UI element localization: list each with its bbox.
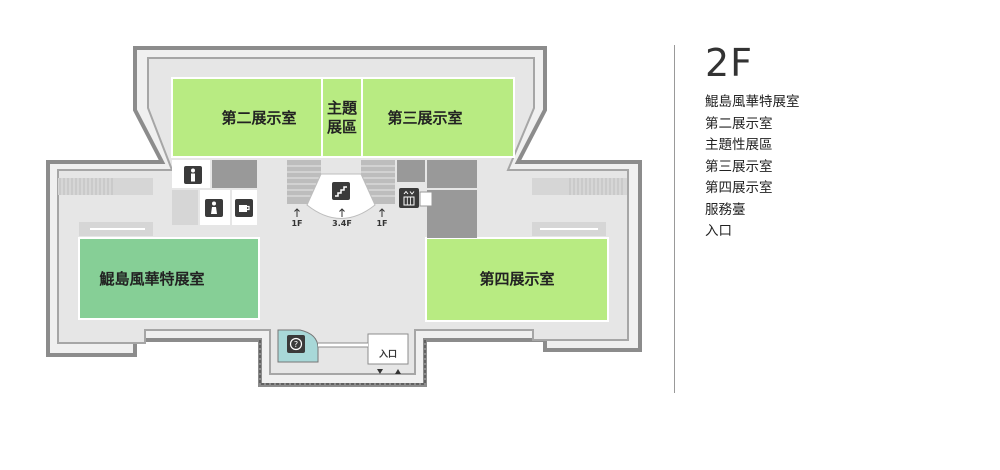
- arrow-up-icon: [395, 369, 401, 374]
- svg-text:?: ?: [294, 340, 298, 349]
- facility-block: [427, 190, 477, 238]
- accessible-toilet-icon: [205, 199, 223, 217]
- stairs-icon: [332, 182, 350, 200]
- facility-block: [427, 160, 477, 188]
- legend-item[interactable]: 主題性展區: [705, 137, 773, 153]
- marker-entrance: 入口: [378, 349, 397, 360]
- legend-panel: 2F 鯤島風華特展室 第二展示室 主題性展區 第三展示室 第四展示室 服務臺 入…: [705, 42, 800, 243]
- legend-divider: [674, 45, 675, 393]
- room-theme-area[interactable]: [321, 77, 363, 158]
- facility-block: [419, 191, 433, 207]
- room-theme-label-line2: 展區: [327, 118, 357, 136]
- facility-block: [172, 190, 198, 225]
- entrance-dashed-outline: [259, 340, 426, 385]
- marker-to-1f-right: 1F: [376, 219, 387, 228]
- arrow-down-icon: [377, 369, 383, 374]
- facility-block: [212, 160, 257, 188]
- legend-item[interactable]: 第四展示室: [705, 180, 773, 196]
- toilet-icon: [184, 166, 202, 184]
- left-balcony-hatch: [58, 178, 153, 195]
- legend-item[interactable]: 服務臺: [705, 201, 746, 218]
- arrow-up-icon: [379, 208, 385, 217]
- elevator-icon: [399, 188, 419, 208]
- entrance-corridor: [367, 333, 409, 365]
- room-theme-label-line1: 主題: [327, 99, 358, 117]
- room-third-exhibition[interactable]: [361, 77, 515, 158]
- arrow-up-icon: [294, 208, 300, 217]
- room-fourth-label: 第四展示室: [479, 270, 554, 288]
- room-third-label: 第三展示室: [387, 109, 462, 127]
- legend-item[interactable]: 第二展示室: [705, 115, 773, 132]
- room-fourth-exhibition[interactable]: [425, 237, 609, 322]
- legend-item[interactable]: 入口: [705, 223, 732, 239]
- marker-to-1f-left: 1F: [291, 219, 302, 228]
- facility-block: [397, 160, 425, 182]
- marker-to-34f: 3.4F: [332, 219, 352, 228]
- room-second-exhibition[interactable]: [171, 77, 323, 158]
- information-icon: ?: [287, 335, 305, 353]
- legend-item[interactable]: 鯤島風華特展室: [705, 94, 800, 110]
- floor-label: 2F: [705, 41, 754, 85]
- legend-item[interactable]: 第三展示室: [705, 158, 773, 175]
- room-special-exhibition[interactable]: [78, 237, 260, 320]
- arrow-up-icon: [339, 208, 345, 217]
- legend-list: 鯤島風華特展室 第二展示室 主題性展區 第三展示室 第四展示室 服務臺 入口: [705, 92, 800, 243]
- cafe-icon: [235, 199, 253, 217]
- right-balcony-hatch: [532, 178, 627, 195]
- floor-plan-map: ? 第二展示室 主題 展區 第三展示室 鯤島風華特展室 第四展示室 1F 3.4…: [46, 46, 642, 387]
- room-special-label: 鯤島風華特展室: [98, 270, 204, 288]
- room-second-label: 第二展示室: [221, 109, 296, 127]
